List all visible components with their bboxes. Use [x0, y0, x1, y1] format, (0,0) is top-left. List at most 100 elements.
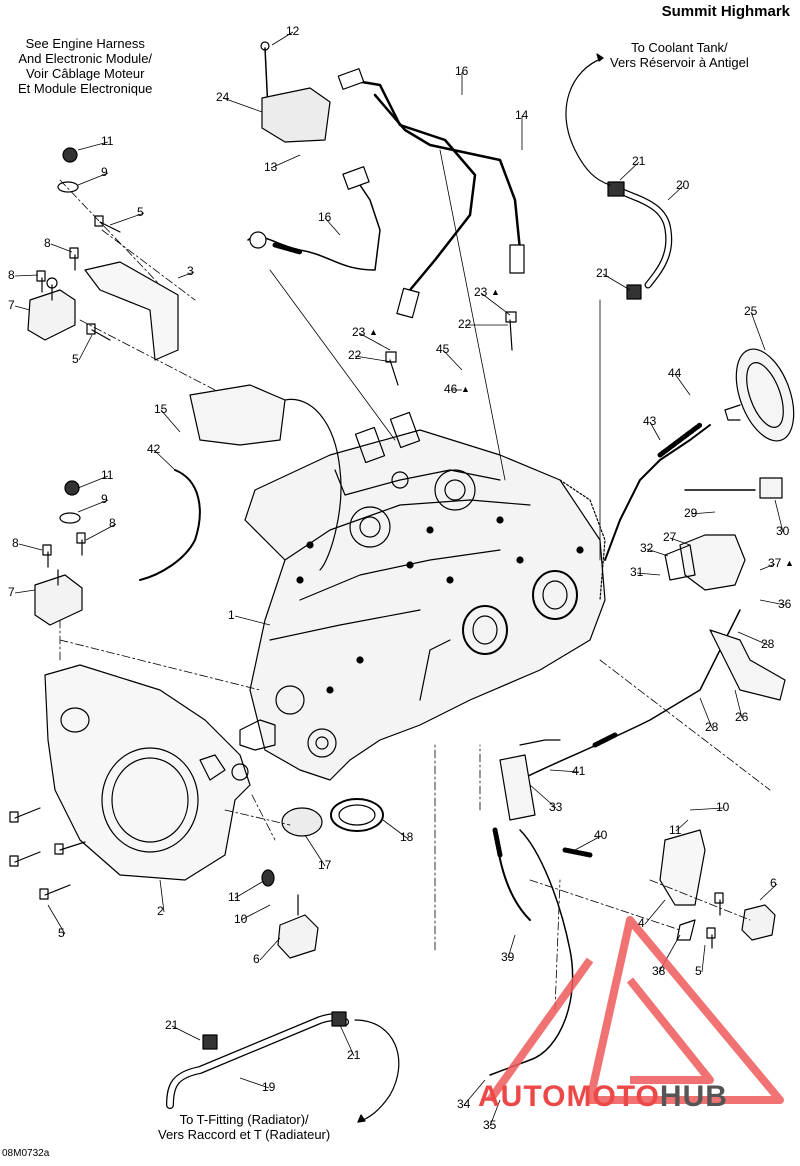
callout-label: 29 [684, 506, 698, 520]
callout-leader-line [77, 499, 109, 513]
callout-label: 34 [457, 1097, 471, 1111]
callout-leader-line [358, 332, 391, 351]
drop-icon: ▲ [785, 558, 794, 568]
callout-leader-line [78, 334, 93, 361]
callout-label: 12 [286, 24, 300, 38]
drop-icon: ▲ [369, 327, 378, 337]
callout-label: 16 [455, 64, 469, 78]
callout-leader-line [649, 421, 661, 441]
callout-leader-line [382, 819, 408, 839]
callout-leader-line [646, 548, 669, 557]
callout-leader-line [153, 449, 176, 471]
callout-label: 6 [253, 952, 260, 966]
callout-label: 7 [8, 585, 15, 599]
coolant-hose-lower [166, 1013, 349, 1109]
callout-label: 15 [154, 402, 168, 416]
callout-leader-line [14, 589, 36, 594]
callout-label: 23 [474, 285, 488, 299]
spark-plug-wire [348, 78, 477, 292]
callout-leader-line [339, 1024, 355, 1057]
callout-leader-line [644, 899, 666, 925]
callout-leader-line [674, 373, 691, 396]
callout-label: 30 [776, 524, 790, 538]
callout-label: 46 [444, 382, 458, 396]
callout-label: 11 [101, 468, 114, 482]
callout-leader-line [239, 1077, 270, 1089]
callout-leader-line [109, 212, 145, 226]
callout-label: 20 [676, 178, 690, 192]
t-fitting-note-line: To T-Fitting (Radiator)/ [179, 1112, 309, 1127]
callout-label: 35 [483, 1118, 497, 1132]
harness-note-line: Voir Câblage Moteur [25, 66, 145, 81]
callout-leader-line [734, 689, 743, 719]
callout-label: 19 [262, 1080, 276, 1094]
callout-label: 9 [101, 492, 108, 506]
callout-label: 39 [501, 950, 515, 964]
drop-icon: ▲ [461, 384, 470, 394]
callout-leader-line [47, 904, 66, 935]
callout-label: 45 [436, 342, 450, 356]
callout-label: 11 [228, 890, 241, 904]
callout-leader-line [50, 243, 73, 253]
callout-label: 22 [348, 348, 362, 362]
callout-label: 4 [638, 916, 645, 930]
callout-leader-line [489, 1099, 501, 1127]
callout-leader-line [270, 154, 301, 169]
callout-label: 33 [549, 800, 563, 814]
callout-label: 21 [632, 154, 646, 168]
callout-label: 27 [663, 530, 677, 544]
callout-label: 36 [778, 597, 792, 611]
diagram-code: 08M0732a [2, 1148, 50, 1159]
callout-leader-line [324, 217, 341, 236]
harness-note-line: See Engine Harness [25, 36, 145, 51]
callout-leader-line [759, 599, 786, 606]
callout-leader-line [77, 141, 109, 151]
callout-label: 5 [137, 205, 144, 219]
callout-leader-line [271, 31, 294, 46]
callout-leader-line [77, 475, 109, 489]
callout-leader-line [737, 631, 769, 646]
callout-label: 16 [318, 210, 332, 224]
callout-leader-line [234, 881, 263, 899]
engine-block [239, 411, 606, 781]
callout-label: 8 [8, 268, 15, 282]
callout-label: 8 [12, 536, 19, 550]
harness-note-line: And Electronic Module/ [18, 51, 153, 66]
coolant-tank-note-line: To Coolant Tank/ [631, 40, 728, 55]
callout-leader-line [259, 937, 281, 961]
callout-label: 8 [44, 236, 51, 250]
callout-leader-line [750, 311, 766, 351]
callout-leader-line [160, 409, 181, 433]
callout-label: 6 [770, 876, 777, 890]
callout-label: 14 [515, 108, 529, 122]
callout-leader-line [234, 615, 271, 626]
callout-leader-line [759, 883, 778, 901]
coolant-tank-note: To Coolant Tank/ Vers Réservoir à Antige… [610, 40, 749, 70]
callout-label: 7 [8, 298, 15, 312]
callout-label: 28 [761, 637, 775, 651]
harness-note-line: Et Module Electronique [18, 81, 153, 96]
callout-leader-line [636, 572, 661, 576]
callout-label: 23 [352, 325, 366, 339]
t-fitting-note: To T-Fitting (Radiator)/ Vers Raccord et… [158, 1112, 330, 1142]
engine-support-plate [44, 664, 251, 881]
bolts [9, 41, 724, 949]
callout-label: 11 [101, 134, 114, 148]
callout-leader-line [759, 563, 776, 571]
callout-leader-line [701, 944, 706, 973]
callout-label: 28 [705, 720, 719, 734]
callout-leader-line [690, 511, 716, 515]
callout-label: 5 [695, 964, 702, 978]
callout-leader-line [675, 819, 689, 832]
callout-label: 24 [216, 90, 230, 104]
callout-leader-line [480, 292, 511, 316]
callout-label: 37 [768, 556, 782, 570]
callout-label: 40 [594, 828, 608, 842]
callout-label: 38 [652, 964, 666, 978]
callout-leader-line [699, 697, 713, 729]
coolant-tank-note-line: Vers Réservoir à Antigel [610, 55, 749, 70]
watermark-logo [486, 916, 784, 1104]
callout-leader-line [77, 172, 109, 186]
callout-label: 44 [668, 366, 682, 380]
t-fitting-note-line: Vers Raccord et T (Radiateur) [158, 1127, 331, 1142]
